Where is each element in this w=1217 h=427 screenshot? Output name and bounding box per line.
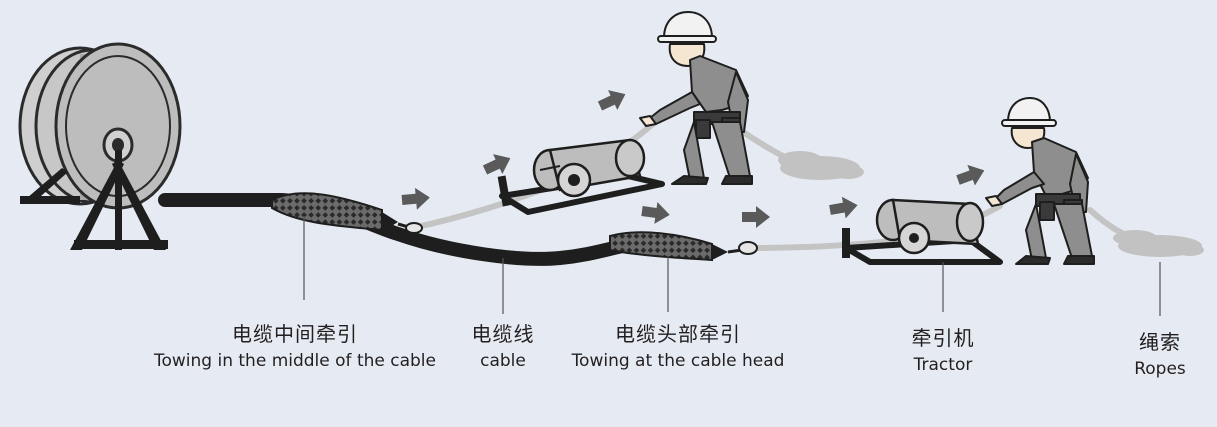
- label-cable-en: cable: [480, 351, 526, 371]
- label-cable: 电缆线 cable: [463, 322, 543, 372]
- label-head-towing-en: Towing at the cable head: [571, 351, 785, 371]
- label-head-towing-zh: 电缆头部牵引: [615, 322, 741, 346]
- cable-line: [158, 193, 647, 266]
- cable-grip-head: [609, 231, 758, 262]
- label-head-towing: 电缆头部牵引 Towing at the cable head: [558, 322, 798, 372]
- label-tractor: 牵引机 Tractor: [898, 326, 988, 376]
- label-middle-towing-zh: 电缆中间牵引: [232, 322, 358, 346]
- cable-grip-middle: [271, 192, 423, 234]
- label-tractor-zh: 牵引机: [911, 326, 975, 350]
- worker-1: [639, 11, 753, 185]
- leader-lines: [303, 216, 1161, 316]
- label-ropes-zh: 绳索: [1139, 330, 1181, 354]
- worker-2: [985, 97, 1095, 265]
- tractor-2: [842, 198, 1003, 265]
- direction-arrows: [401, 90, 985, 228]
- label-middle-towing-en: Towing in the middle of the cable: [154, 351, 436, 371]
- label-ropes: 绳索 Ropes: [1115, 330, 1205, 380]
- tractor-1: [497, 138, 665, 215]
- label-middle-towing: 电缆中间牵引 Towing in the middle of the cable: [140, 322, 450, 372]
- coiled-rope-2: [1113, 230, 1204, 257]
- label-ropes-en: Ropes: [1134, 359, 1186, 379]
- cable-drum: [18, 42, 182, 250]
- coiled-rope-1: [778, 151, 864, 180]
- label-cable-zh: 电缆线: [471, 322, 535, 346]
- label-tractor-en: Tractor: [913, 355, 973, 375]
